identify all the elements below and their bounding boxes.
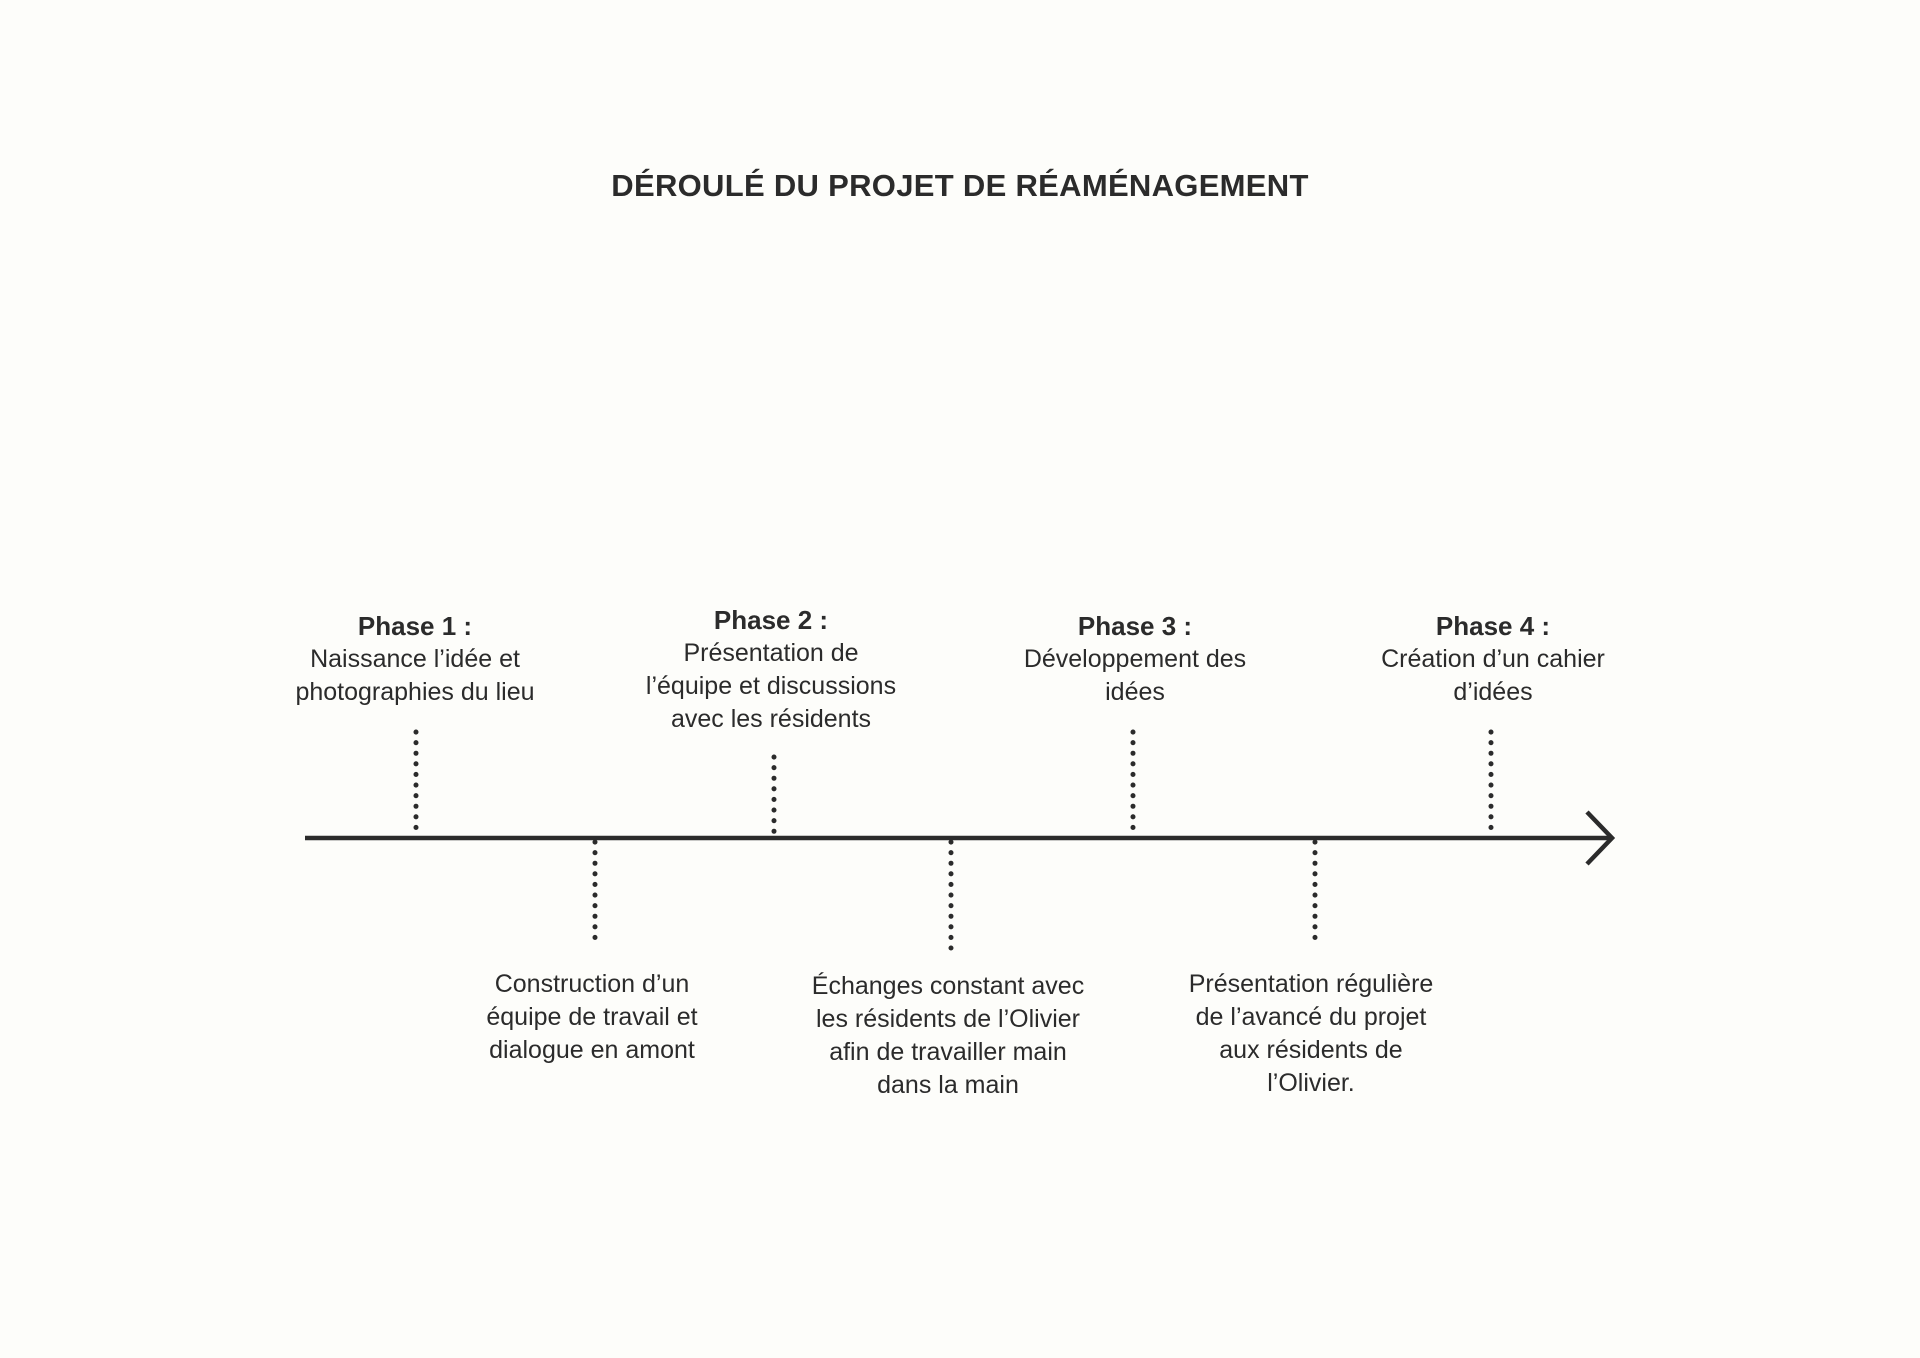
step-3-desc-line: aux résidents de [1219, 1036, 1403, 1064]
phase-4-label: Phase 4 : Création d’un cahier d’idées [1333, 610, 1653, 709]
page-title: DÉROULÉ DU PROJET DE RÉAMÉNAGEMENT [611, 168, 1309, 203]
phase-3-desc-line: Développement des [1023, 645, 1247, 673]
phase-4-desc-line: Création d’un cahier [1381, 645, 1605, 673]
step-1-desc-line: dialogue en amont [489, 1036, 695, 1064]
phase-2-title: Phase 2 : [713, 605, 829, 635]
phase-2-label: Phase 2 : Présentation de l’équipe et di… [611, 604, 931, 736]
step-1-desc-line: équipe de travail et [486, 1003, 698, 1031]
step-2-desc-line: les résidents de l’Olivier [816, 1005, 1080, 1033]
step-3-desc-line: Présentation régulière [1188, 970, 1434, 998]
step-2-desc-line: Échanges constant avec [811, 972, 1085, 1000]
phase-1-label: Phase 1 : Naissance l’idée et photograph… [255, 610, 575, 709]
phase-3-desc-line: idées [1105, 678, 1165, 706]
phase-2-desc-line: avec les résidents [670, 705, 872, 733]
step-3-desc-line: l’Olivier. [1267, 1069, 1355, 1097]
phase-3-label: Phase 3 : Développement des idées [975, 610, 1295, 709]
phase-4-desc-line: d’idées [1453, 678, 1533, 706]
phase-1-desc-line: Naissance l’idée et [310, 645, 520, 673]
step-1-desc-line: Construction d’un [494, 970, 690, 998]
phase-1-title: Phase 1 : [357, 611, 473, 641]
step-2-desc-line: dans la main [877, 1071, 1019, 1099]
phase-2-desc-line: l’équipe et discussions [645, 672, 897, 700]
step-3-desc-line: de l’avancé du projet [1195, 1003, 1427, 1031]
phase-3-title: Phase 3 : [1077, 611, 1193, 641]
phase-1-desc-line: photographies du lieu [295, 678, 535, 706]
step-3-label: Présentation régulière de l’avancé du pr… [1151, 968, 1471, 1100]
phase-4-title: Phase 4 : [1435, 611, 1551, 641]
step-1-label: Construction d’un équipe de travail et d… [432, 968, 752, 1067]
phase-2-desc-line: Présentation de [683, 639, 859, 667]
step-2-label: Échanges constant avec les résidents de … [788, 970, 1108, 1102]
connector-group [413, 729, 1494, 951]
timeline-arrowhead-icon [1585, 810, 1616, 866]
step-2-desc-line: afin de travailler main [829, 1038, 1067, 1066]
